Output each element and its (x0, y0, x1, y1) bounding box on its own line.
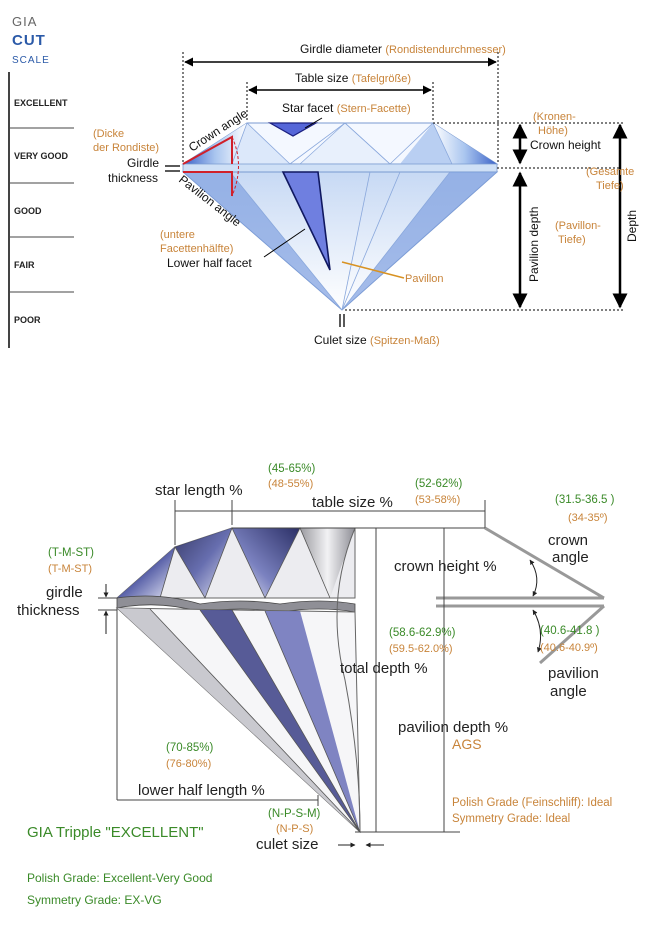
star-facet-pointer (304, 117, 323, 129)
crown-angle-gia: (31.5-36.5 ) (555, 494, 615, 506)
bottom-labels: (45-65%) (48-55%) star length % (52-62%)… (17, 463, 615, 907)
grade-poor: POOR (14, 315, 41, 325)
label-lower-half-length: lower half length % (138, 782, 265, 799)
gia-tripple-excellent-title: GIA Tripple "EXCELLENT" (27, 824, 204, 841)
label-culet-size: culet size (256, 836, 319, 853)
label-pavillon: Pavillon (405, 273, 444, 285)
star-length-gia: (45-65%) (268, 463, 315, 475)
bottom-crown-facet (175, 528, 232, 598)
pavillon-pointer (341, 261, 405, 279)
label-crown-height: crown height % (394, 558, 497, 575)
label-culet-size: Culet size (Spitzen-Maß) (314, 333, 440, 347)
label-total-depth-de-1: (Gesamte (586, 166, 634, 178)
label-crown-height-de-1: (Kronen- (533, 111, 576, 123)
ags-symmetry-grade: Symmetry Grade: Ideal (452, 813, 570, 825)
label-lower-half-de-1: (untere (160, 229, 195, 241)
label-girdle-1: girdle (46, 584, 83, 601)
pavilion-angle-line (539, 604, 605, 665)
label-star-length: star length % (155, 482, 243, 499)
pavilion-facet-line (341, 171, 371, 311)
crown-angle-arc (529, 559, 538, 597)
grade-fair: FAIR (14, 260, 35, 270)
label-crown-angle-2: angle (552, 549, 589, 566)
scale-cut: CUT (12, 32, 46, 49)
label-crown-height-de-2: Höhe) (538, 125, 568, 137)
scale-brand: GIA (12, 14, 37, 29)
label-lower-half-facet: Lower half facet (167, 256, 252, 270)
label-girdle-1: Girdle (127, 156, 159, 170)
grade-good: GOOD (14, 206, 42, 216)
label-pavilion-angle-2: angle (550, 683, 587, 700)
gia-cut-scale: GIA CUT SCALE EXCELLENT VERY GOOD GOOD F… (8, 14, 74, 348)
bottom-crown-facet (117, 547, 175, 598)
crown-angle-ags: (34-35º) (568, 512, 607, 524)
gia-symmetry-grade: Symmetry Grade: EX-VG (27, 893, 162, 907)
girdle-band (182, 163, 498, 173)
grade-very-good: VERY GOOD (14, 151, 69, 161)
bottom-dimension-lines (98, 500, 605, 848)
grade-excellent: EXCELLENT (14, 98, 68, 108)
label-girdle-de-1: (Dicke (93, 128, 124, 140)
label-table-size: Table size (Tafelgröße) (295, 71, 411, 85)
label-crown-height: Crown height (530, 138, 601, 152)
label-total-depth-de-2: Tiefe) (596, 180, 624, 192)
label-girdle-2: thickness (108, 171, 158, 185)
culet-ags: (N-P-S) (276, 823, 313, 835)
pavilion-angle-marker (183, 171, 233, 196)
top-diamond-illustration (165, 117, 499, 327)
pavilion-angle-ags: (40.6-40.9º) (540, 642, 598, 654)
label-pavilion-depth: Pavilion depth (527, 207, 541, 282)
bottom-pavilion-facet (117, 608, 360, 832)
crown-facet (232, 123, 290, 164)
bottom-section-edge (336, 527, 361, 833)
scale-label: SCALE (12, 55, 50, 66)
bottom-diamond-illustration (115, 526, 361, 834)
label-total-depth: total depth % (340, 660, 428, 677)
pavilion-right-facet (342, 172, 497, 310)
pavilion-angle-arc (532, 609, 542, 653)
label-girdle-de-2: der Rondiste) (93, 142, 159, 154)
girdle-ags: (T-M-ST) (48, 563, 92, 575)
culet-gia: (N-P-S-M) (268, 808, 321, 820)
crown-angle-line (484, 526, 605, 600)
label-star-facet: Star facet (Stern-Facette) (282, 101, 411, 115)
gia-polish-grade: Polish Grade: Excellent-Very Good (27, 871, 212, 885)
label-lower-half-de-2: Facettenhälfte) (160, 243, 233, 255)
label-crown-angle-1: crown (548, 532, 588, 549)
crown-right-facet (433, 123, 497, 164)
lower-half-ags: (76-80%) (166, 758, 211, 770)
pavilion-facet-line (341, 171, 401, 311)
crown-facet (400, 123, 452, 164)
label-pavilion-depth: pavilion depth % (398, 719, 508, 736)
label-table-size: table size % (312, 494, 393, 511)
bottom-crown-facet (232, 528, 300, 598)
pavilion-angle-gia: (40.6-41.8 ) (540, 625, 600, 637)
label-girdle-2: thickness (17, 602, 80, 619)
angle-arc (231, 136, 239, 197)
lower-half-pointer (263, 228, 306, 258)
label-depth: Depth (625, 210, 639, 242)
top-dimension-lines (182, 52, 628, 311)
table-size-gia: (52-62%) (415, 478, 462, 490)
table-size-ags: (53-58%) (415, 494, 460, 506)
total-depth-gia: (58.6-62.9%) (389, 627, 456, 639)
ags-polish-grade: Polish Grade (Feinschliff): Ideal (452, 797, 612, 809)
star-length-ags: (48-55%) (268, 478, 313, 490)
lower-half-facet-highlight (281, 171, 331, 271)
label-pavilion-angle-1: pavilion (548, 665, 599, 682)
lower-half-gia: (70-85%) (166, 742, 213, 754)
label-girdle-diameter: Girdle diameter (Rondistendurchmesser) (300, 42, 506, 56)
star-facet-highlight (267, 122, 319, 137)
label-pavilion-depth-de-2: Tiefe) (558, 234, 586, 246)
label-pavilion-depth-de-1: (Pavillon- (555, 220, 601, 232)
pavilion-left-facet (183, 172, 342, 310)
label-ags: AGS (452, 736, 482, 752)
bottom-crown-facet (300, 528, 355, 598)
total-depth-ags: (59.5-62.0%) (389, 643, 453, 655)
girdle-gia: (T-M-ST) (48, 547, 94, 559)
